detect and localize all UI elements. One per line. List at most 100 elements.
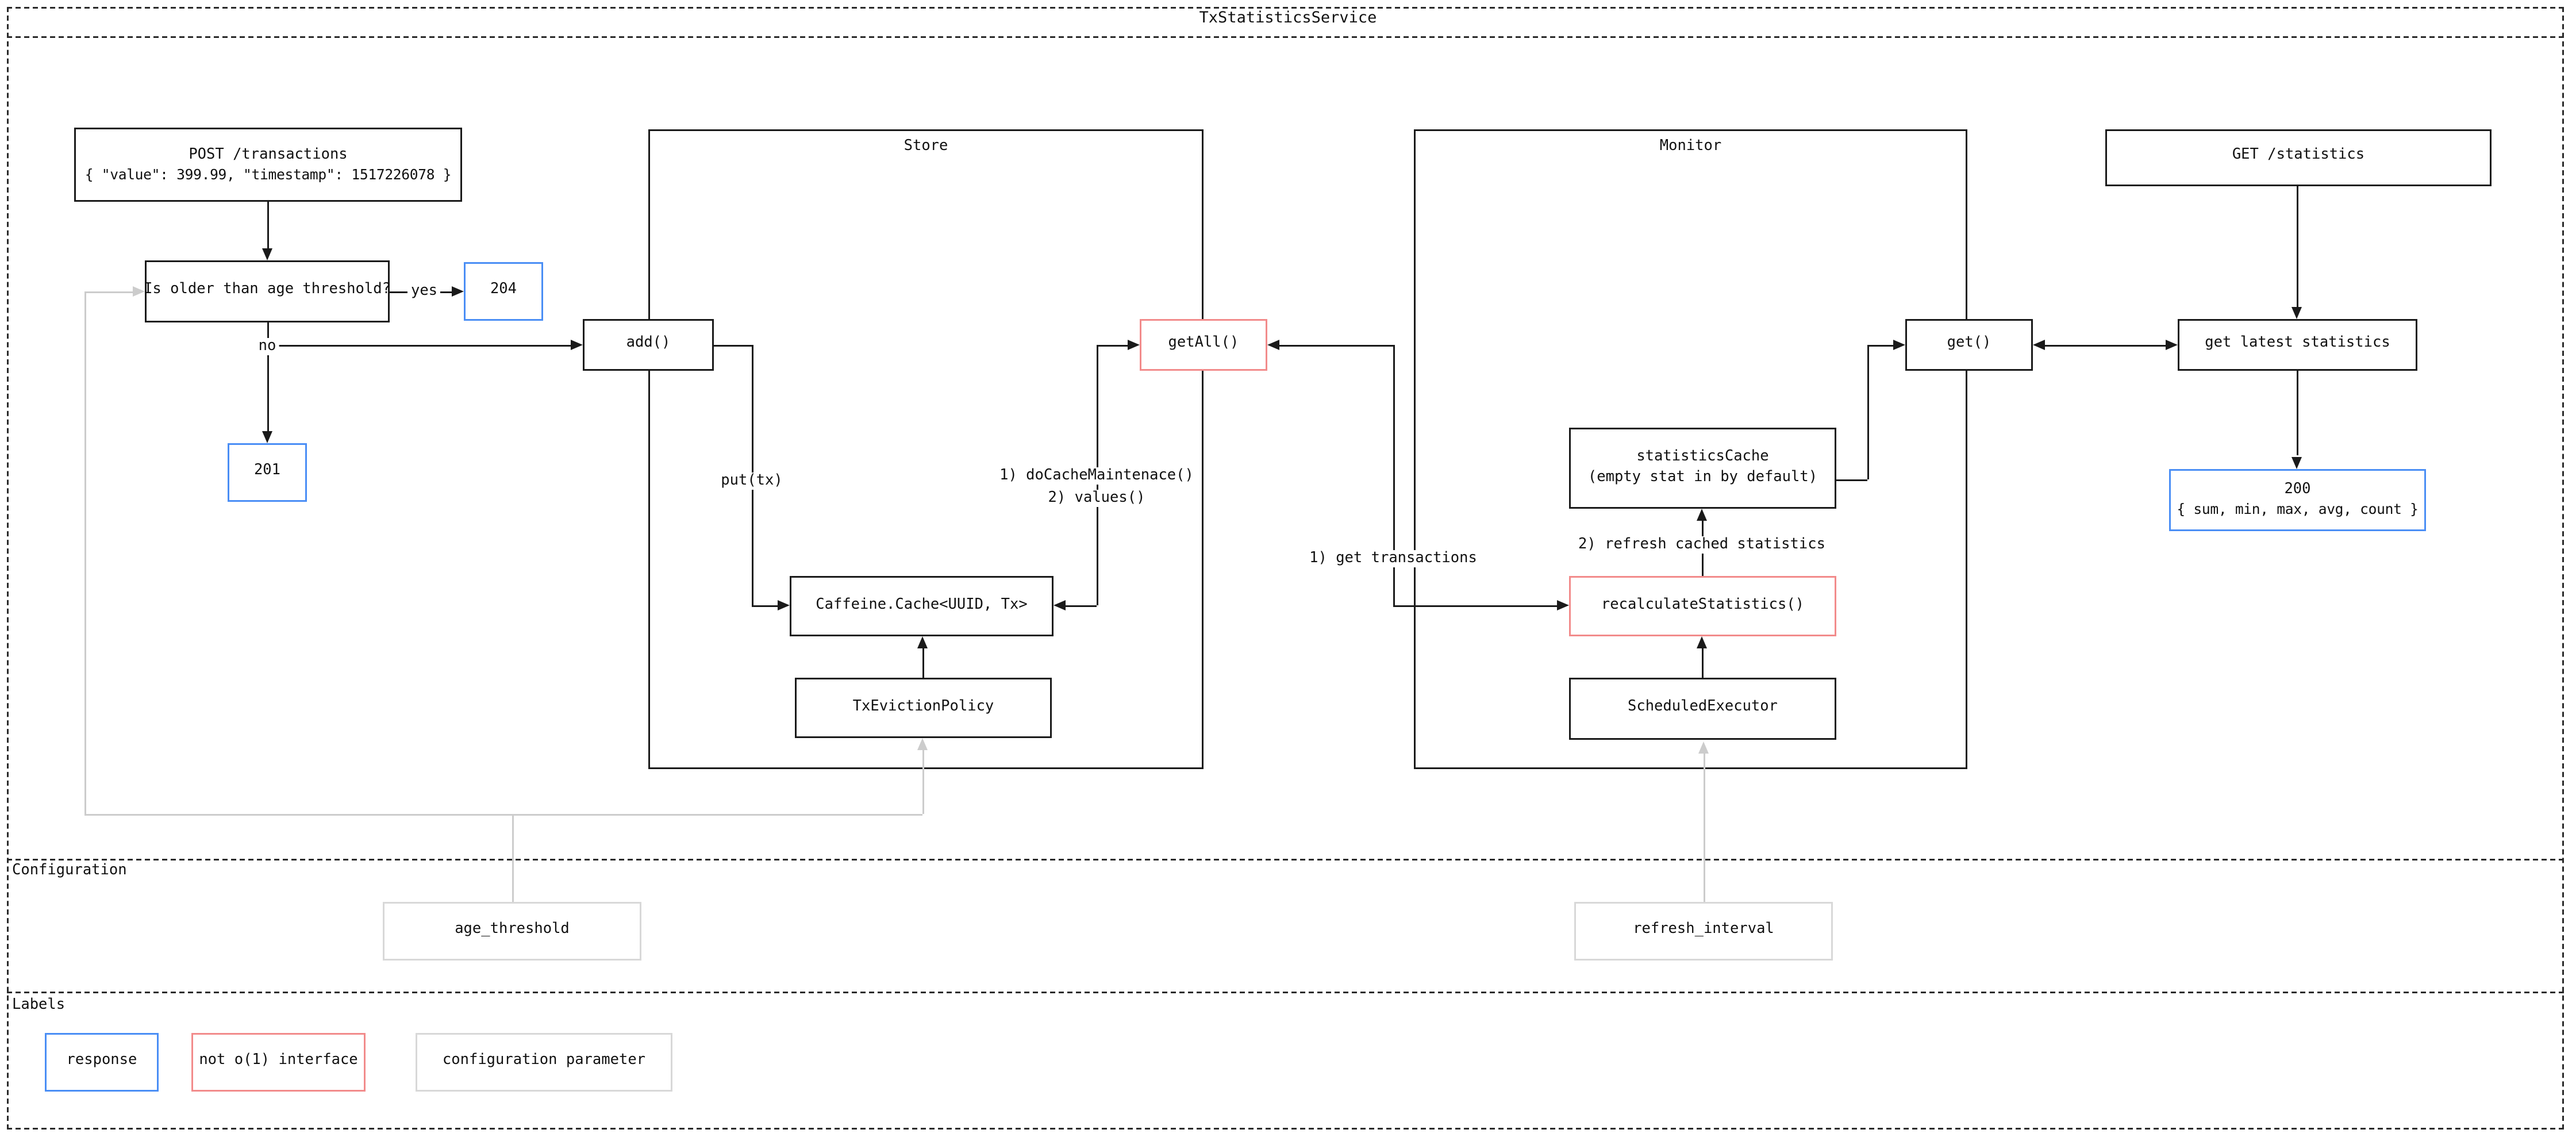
edge-agecheck-to-204-arrow — [452, 285, 464, 296]
edge-agethreshold-loop-left-vertical — [84, 291, 86, 814]
edge-getall-caffeine-arrow-into-getall — [1128, 339, 1140, 350]
edge-statscache-to-get-v — [1867, 345, 1869, 479]
edge-no-to-add — [267, 345, 571, 347]
edge-recalc-getall-h1 — [1279, 345, 1393, 347]
edge-agecheck-to-201-arrow — [261, 431, 272, 443]
node-scheduled-executor: ScheduledExecutor — [1569, 678, 1836, 740]
section-labels-label: Labels — [12, 997, 66, 1014]
edge-agecheck-to-201 — [267, 322, 269, 431]
edge-statscache-to-get-h1 — [1836, 479, 1867, 481]
legend-configuration-parameter: configuration parameter — [416, 1033, 672, 1092]
edge-label-docachemaintenace: 1) doCacheMaintenace() — [996, 467, 1197, 485]
monitor-container: Monitor — [1414, 128, 1967, 769]
node-refresh-interval: refresh_interval — [1574, 902, 1833, 961]
tx-eviction-policy-label: TxEvictionPolicy — [852, 698, 994, 716]
section-configuration-label: Configuration — [12, 862, 127, 879]
legend-response: response — [45, 1033, 159, 1092]
edge-getlatest-to-200 — [2297, 371, 2298, 455]
post-payload-label: { "value": 399.99, "timestamp": 15172260… — [84, 165, 452, 183]
node-add: add() — [583, 319, 714, 371]
edge-label-puttx: put(tx) — [717, 473, 786, 490]
edge-label-values: 2) values() — [1044, 489, 1149, 506]
edge-agethreshold-to-agecheck-arrow — [133, 285, 145, 296]
outer-frame — [7, 7, 2564, 1130]
edge-agethreshold-to-evictionpolicy — [922, 750, 924, 814]
edge-add-to-caffeine-h1 — [714, 345, 752, 347]
edge-getlatest-to-200-arrow — [2290, 457, 2301, 469]
edge-scheduler-to-recalc — [1702, 648, 1704, 678]
node-getall: getAll() — [1140, 319, 1267, 371]
monitor-container-label: Monitor — [1659, 137, 1722, 155]
edge-label-get-transactions: 1) get transactions — [1306, 550, 1481, 567]
edge-statscache-to-get-arrow — [1893, 339, 1905, 350]
edge-getstatistics-to-getlatest — [2297, 185, 2298, 306]
edge-recalc-getall-h2 — [1393, 605, 1557, 607]
node-response-201: 201 — [228, 443, 307, 502]
statistics-cache-sublabel: (empty stat in by default) — [1587, 468, 1818, 486]
edge-label-refresh-cached: 2) refresh cached statistics — [1575, 536, 1829, 554]
page-title: TxStatisticsService — [1199, 10, 1377, 28]
refresh-interval-label: refresh_interval — [1633, 921, 1774, 939]
edge-evictionpolicy-to-caffeine — [922, 648, 924, 678]
edge-refreshinterval-to-scheduledexecutor-arrow — [1697, 742, 1708, 754]
edge-post-to-agecheck — [267, 202, 269, 250]
node-caffeine-cache: Caffeine.Cache<UUID, Tx> — [790, 576, 1054, 636]
edge-recalc-getall-v — [1393, 345, 1395, 605]
edge-getall-caffeine-h1 — [1097, 345, 1128, 347]
store-container-label: Store — [903, 137, 948, 155]
node-age-threshold: age_threshold — [383, 902, 641, 961]
edge-no-to-add-arrow — [571, 339, 583, 350]
edge-getall-caffeine-h2 — [1066, 605, 1097, 607]
response-200-label: 200 — [2284, 481, 2311, 499]
node-get: get() — [1905, 319, 2033, 371]
legend-configuration-parameter-label: configuration parameter — [442, 1053, 646, 1070]
caffeine-cache-label: Caffeine.Cache<UUID, Tx> — [816, 596, 1028, 614]
edge-scheduler-to-recalc-arrow — [1695, 636, 1706, 648]
edge-post-to-agecheck-arrow — [261, 248, 272, 260]
edge-recalc-getall-arrow-into-getall — [1267, 339, 1279, 350]
getall-label: getAll() — [1168, 335, 1239, 353]
edge-recalc-to-statscache-arrow — [1695, 509, 1706, 521]
configuration-divider — [7, 858, 2564, 860]
legend-not-o1-interface: not o(1) interface — [191, 1033, 366, 1092]
edge-evictionpolicy-to-caffeine-arrow — [916, 636, 927, 648]
node-statistics-cache: statisticsCache (empty stat in by defaul… — [1569, 428, 1836, 509]
edge-recalc-getall-arrow-into-recalc — [1557, 599, 1569, 610]
add-label: add() — [626, 335, 671, 353]
edge-get-getlatest-arrow-into-get — [2033, 339, 2045, 350]
edge-label-no: no — [255, 337, 280, 355]
edge-add-to-caffeine-arrow — [778, 599, 790, 610]
statistics-cache-label: statisticsCache — [1636, 449, 1769, 467]
edge-agethreshold-to-agecheck — [84, 291, 133, 293]
title-divider — [7, 36, 2564, 38]
node-post-transactions: POST /transactions { "value": 399.99, "t… — [74, 128, 462, 202]
response-204-label: 204 — [490, 282, 517, 299]
get-statistics-label: GET /statistics — [2232, 147, 2365, 165]
node-get-latest-statistics: get latest statistics — [2178, 319, 2417, 371]
edge-getstatistics-to-getlatest-arrow — [2290, 307, 2301, 319]
node-get-statistics: GET /statistics — [2105, 128, 2492, 186]
edge-agethreshold-to-evictionpolicy-arrow — [916, 738, 927, 750]
response-201-label: 201 — [253, 463, 281, 481]
edge-statscache-to-get-h2 — [1867, 345, 1893, 347]
node-recalculate-statistics: recalculateStatistics() — [1569, 576, 1836, 636]
edge-add-to-caffeine-h2 — [752, 605, 778, 607]
edge-get-getlatest — [2045, 345, 2166, 347]
store-container: Store — [648, 128, 1204, 769]
edge-agethreshold-loop-horizontal — [84, 814, 922, 816]
edge-label-yes: yes — [407, 283, 441, 300]
labels-divider — [7, 992, 2564, 993]
node-age-check: Is older than age threshold? — [144, 260, 391, 322]
edge-refreshinterval-to-scheduledexecutor — [1704, 754, 1705, 902]
age-threshold-label: age_threshold — [455, 921, 570, 939]
edge-getall-caffeine-arrow-into-caffeine — [1054, 599, 1066, 610]
node-tx-eviction-policy: TxEvictionPolicy — [795, 678, 1052, 738]
node-response-200: 200 { sum, min, max, avg, count } — [2169, 469, 2426, 531]
age-check-label: Is older than age threshold? — [144, 282, 391, 299]
edge-agethreshold-stem — [512, 814, 514, 902]
recalculate-statistics-label: recalculateStatistics() — [1601, 596, 1805, 614]
post-endpoint-label: POST /transactions — [189, 145, 348, 163]
get-label: get() — [1947, 335, 1991, 353]
scheduled-executor-label: ScheduledExecutor — [1628, 699, 1778, 717]
